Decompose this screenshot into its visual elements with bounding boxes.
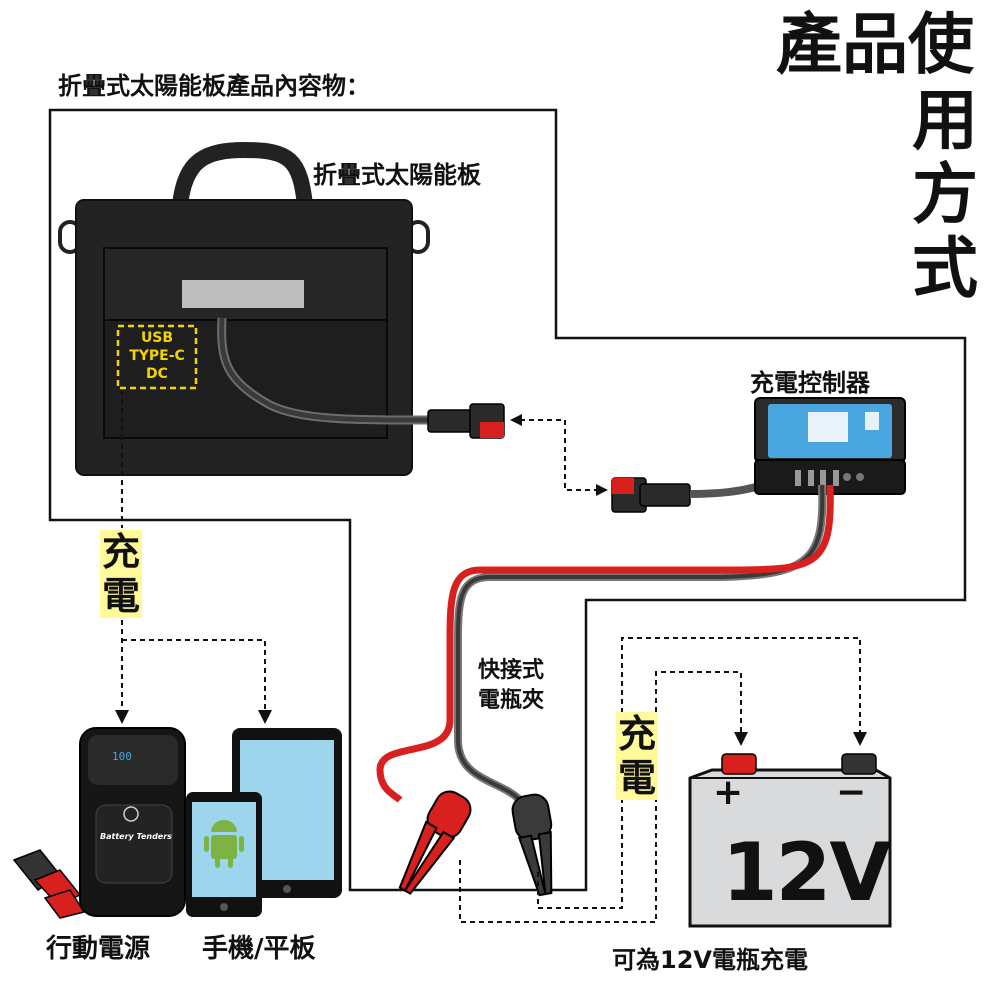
controller-label: 充電控制器 xyxy=(750,369,870,397)
red-clamp xyxy=(398,790,472,895)
panel-connector xyxy=(427,403,505,439)
connection-arrow xyxy=(520,419,598,491)
positive-terminal xyxy=(721,753,757,775)
power-bank-label: 行動電源 xyxy=(46,934,151,964)
charge-right-char-2: 電 xyxy=(616,756,659,800)
power-bank-display: 100 xyxy=(112,750,132,763)
charge-label-left: 充 電 xyxy=(100,530,143,618)
panel-label: 折疊式太陽能板 xyxy=(313,161,481,189)
jumper-clamps xyxy=(12,849,86,919)
battery-caption: 可為12V電瓶充電 xyxy=(612,946,808,974)
power-bank xyxy=(79,727,186,917)
port-labels: USB TYPE-C DC xyxy=(120,329,194,383)
power-bank-brand: Battery Tenders xyxy=(100,832,172,841)
solar-panel xyxy=(58,141,431,476)
clamps-label-line-2: 電瓶夾 xyxy=(478,688,545,713)
battery-voltage: 12V xyxy=(722,826,891,919)
panel-handle xyxy=(172,141,313,207)
charge-controller xyxy=(754,397,906,495)
contents-heading: 折疊式太陽能板產品內容物： xyxy=(58,72,370,100)
charge-label-right: 充 電 xyxy=(616,712,659,800)
title-line-1: 產品使 xyxy=(776,6,974,83)
phone xyxy=(186,792,262,917)
charge-right-char-1: 充 xyxy=(616,712,659,756)
charge-left-char-2: 電 xyxy=(100,574,143,618)
charge-left-char-1: 充 xyxy=(100,530,143,574)
charge-lines-left xyxy=(121,390,266,712)
black-clamp xyxy=(511,793,553,897)
clamps-label: 快接式 電瓶夾 xyxy=(478,656,544,716)
title-char-2: 方 xyxy=(912,156,978,233)
contents-outline xyxy=(48,108,967,892)
title-char-1: 用 xyxy=(912,82,978,159)
red-cable xyxy=(376,484,834,803)
negative-terminal xyxy=(841,753,877,775)
battery-minus-sign: − xyxy=(836,772,867,813)
battery-plus-sign: + xyxy=(713,772,744,813)
port-usb: USB xyxy=(140,330,174,346)
panel-label-plate xyxy=(182,280,304,308)
phone-tablet-label: 手機/平板 xyxy=(202,934,316,964)
android-icon xyxy=(204,820,244,868)
page-title: 產品使 用 方 式 xyxy=(770,8,995,318)
arrow-head-left xyxy=(510,414,522,426)
port-type-c: TYPE-C xyxy=(129,348,185,364)
title-char-3: 式 xyxy=(912,230,978,307)
port-dc: DC xyxy=(146,366,168,382)
arrow-head-right xyxy=(596,484,608,496)
clamps-label-line-1: 快接式 xyxy=(478,658,545,683)
battery-12v xyxy=(688,753,892,928)
